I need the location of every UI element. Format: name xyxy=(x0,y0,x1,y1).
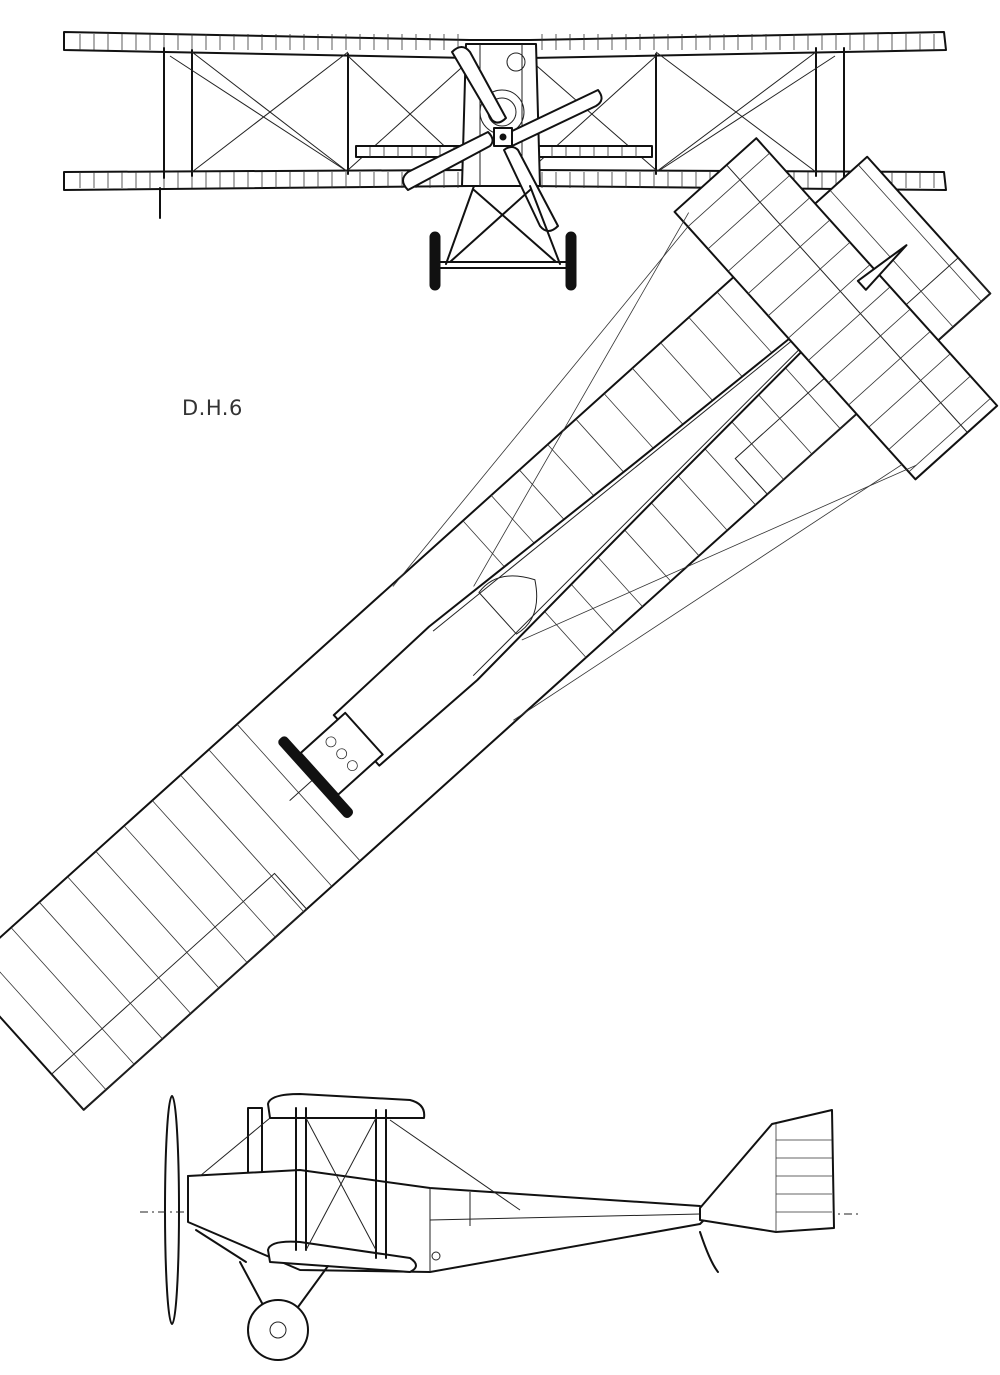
front-undercarriage xyxy=(439,185,569,269)
top-view xyxy=(0,137,999,1111)
front-view xyxy=(63,31,947,291)
side-wheel xyxy=(247,1299,309,1361)
rib-line xyxy=(67,876,191,1014)
rib-line xyxy=(788,264,871,339)
rib-line xyxy=(808,286,891,361)
side-fuselage xyxy=(187,1169,711,1273)
rib-line xyxy=(687,152,770,227)
front-wing-ribs xyxy=(79,34,935,188)
side-bracing-wires xyxy=(199,1117,521,1251)
rib-line xyxy=(95,851,220,989)
plan-rigging xyxy=(392,212,917,721)
rib-line xyxy=(848,331,931,406)
side-tailskid xyxy=(699,1231,719,1273)
rib-line xyxy=(151,800,276,938)
rib-line xyxy=(208,749,333,887)
side-propeller xyxy=(164,1095,180,1325)
rib-line xyxy=(767,241,851,317)
rib-line xyxy=(0,952,107,1091)
rib-line xyxy=(828,308,911,384)
rib-line xyxy=(10,927,135,1065)
side-view xyxy=(140,1093,860,1361)
rib-line xyxy=(888,375,971,450)
rib-line xyxy=(908,398,991,473)
front-left-wheel xyxy=(429,231,441,291)
rib-line xyxy=(707,175,791,250)
rib-line xyxy=(857,164,982,302)
plan-left-aileron xyxy=(50,872,308,1111)
front-bracing-wires xyxy=(169,51,836,173)
side-tail-fin xyxy=(699,1109,835,1233)
front-right-wheel xyxy=(565,231,577,291)
side-upper-wing xyxy=(267,1093,426,1119)
rib-line xyxy=(180,774,304,913)
side-interplane-struts xyxy=(295,1107,387,1259)
rib-line xyxy=(123,825,248,963)
rib-line xyxy=(727,197,811,272)
plan-rudder xyxy=(856,244,908,291)
plan-cockpit xyxy=(478,575,538,635)
rib-line xyxy=(868,353,951,428)
rib-line xyxy=(39,901,163,1040)
rib-line xyxy=(747,219,831,294)
front-interplane-struts xyxy=(159,47,847,221)
aircraft-designation-label: D.H.6 xyxy=(182,396,243,420)
plan-tail-ribs xyxy=(687,152,991,473)
plan-propeller xyxy=(278,736,354,819)
